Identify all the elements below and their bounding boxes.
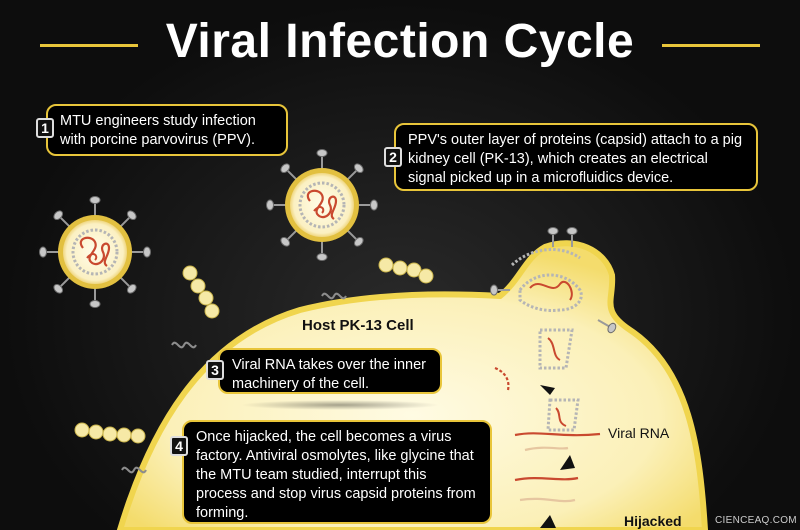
step-2-text: PPV's outer layer of proteins (capsid) a… bbox=[408, 132, 743, 186]
title-rule-left bbox=[40, 44, 138, 47]
coil-receptors bbox=[121, 292, 347, 474]
step-4-callout: Once hijacked, the cell becomes a virus … bbox=[182, 420, 492, 524]
step-1-badge: 1 bbox=[36, 118, 54, 138]
budding-virus bbox=[489, 226, 619, 336]
callout-shadow bbox=[240, 400, 440, 410]
virus-particle-2 bbox=[267, 150, 378, 261]
receptor-chain-3 bbox=[74, 422, 146, 444]
step-4-badge: 4 bbox=[170, 436, 188, 456]
host-cell-label: Host PK-13 Cell bbox=[302, 317, 414, 334]
rna-strands bbox=[494, 366, 601, 503]
step-3-badge: 3 bbox=[206, 360, 224, 380]
watermark: CIENCEAQ.COM bbox=[715, 515, 797, 526]
step-1-callout: MTU engineers study infection with porci… bbox=[46, 104, 288, 156]
flow-arrows bbox=[540, 385, 575, 528]
virus-particle-1 bbox=[40, 197, 151, 308]
title-rule-right bbox=[662, 44, 760, 47]
step-3-text: Viral RNA takes over the inner machinery… bbox=[232, 357, 426, 392]
capsid-assembly bbox=[538, 328, 580, 432]
receptor-chain-2 bbox=[378, 257, 434, 284]
page-title: Viral Infection Cycle bbox=[165, 15, 635, 68]
receptor-chain-1 bbox=[182, 265, 220, 319]
step-3-callout: Viral RNA takes over the inner machinery… bbox=[218, 348, 442, 394]
title-banner: Viral Infection Cycle bbox=[0, 8, 800, 78]
hijacked-label: Hijacked bbox=[624, 513, 682, 529]
step-2-callout: PPV's outer layer of proteins (capsid) a… bbox=[394, 123, 758, 191]
step-4-text: Once hijacked, the cell becomes a virus … bbox=[196, 429, 476, 521]
step-2-badge: 2 bbox=[384, 147, 402, 167]
viral-rna-label: Viral RNA bbox=[608, 425, 670, 441]
step-1-text: MTU engineers study infection with porci… bbox=[60, 113, 256, 148]
